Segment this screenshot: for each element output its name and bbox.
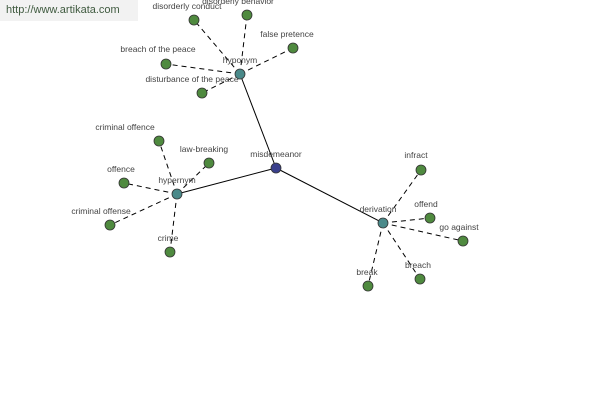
source-url-banner[interactable]: http://www.artikata.com <box>0 0 138 21</box>
relation-node-derivation-label[interactable]: derivation <box>360 204 397 214</box>
term-node-criminal-offence[interactable]: criminal offence <box>95 122 165 147</box>
term-node-offend-label[interactable]: offend <box>414 199 438 209</box>
term-node-disorderly-conduct-dot[interactable] <box>188 14 200 26</box>
term-node-breach-of-the-peace[interactable]: breach of the peace <box>120 44 196 70</box>
term-node-infract[interactable]: infract <box>404 150 428 176</box>
term-node-infract-label[interactable]: infract <box>404 150 428 160</box>
term-node-false-pretence-label[interactable]: false pretence <box>260 29 314 39</box>
edge-root-hypernym <box>176 167 277 195</box>
term-node-law-breaking[interactable]: law-breaking <box>180 144 228 169</box>
term-node-breach-label[interactable]: breach <box>405 260 431 270</box>
term-node-offence-label[interactable]: offence <box>107 164 135 174</box>
term-node-offend[interactable]: offend <box>414 199 438 224</box>
edge-hyponym-disorderly-behavior <box>239 14 248 75</box>
term-node-breach[interactable]: breach <box>405 260 431 285</box>
relation-node-hyponym-dot[interactable] <box>234 68 246 80</box>
term-node-criminal-offence-label[interactable]: criminal offence <box>95 122 155 132</box>
term-node-break[interactable]: break <box>356 267 378 292</box>
term-node-infract-dot[interactable] <box>415 164 427 176</box>
term-node-law-breaking-label[interactable]: law-breaking <box>180 144 228 154</box>
term-node-break-dot[interactable] <box>362 280 374 292</box>
term-node-disturbance-of-the-peace-dot[interactable] <box>196 87 208 99</box>
term-node-disturbance-of-the-peace-label[interactable]: disturbance of the peace <box>145 74 238 84</box>
term-node-criminal-offense[interactable]: criminal offense <box>71 206 131 231</box>
edge-hyponym-breach-of-the-peace <box>165 63 241 75</box>
relation-node-hypernym-label[interactable]: hypernym <box>158 175 195 185</box>
term-node-disorderly-conduct-label[interactable]: disorderly conduct <box>153 1 223 11</box>
edge-root-derivation <box>275 167 384 224</box>
term-node-offence[interactable]: offence <box>107 164 135 189</box>
term-node-go-against-label[interactable]: go against <box>439 222 479 232</box>
edge-hypernym-crime <box>169 193 178 253</box>
edge-derivation-break <box>367 222 384 287</box>
relation-node-hypernym[interactable]: hypernym <box>158 175 196 200</box>
term-node-breach-of-the-peace-label[interactable]: breach of the peace <box>120 44 195 54</box>
term-node-breach-of-the-peace-dot[interactable] <box>160 58 172 70</box>
root-node-misdemeanor-label[interactable]: misdemeanor <box>250 149 302 159</box>
relation-node-hypernym-dot[interactable] <box>171 188 183 200</box>
edge-derivation-go-against <box>382 222 464 242</box>
term-node-law-breaking-dot[interactable] <box>203 157 215 169</box>
term-node-disturbance-of-the-peace[interactable]: disturbance of the peace <box>145 74 239 99</box>
term-node-go-against[interactable]: go against <box>439 222 479 247</box>
relation-node-derivation[interactable]: derivation <box>360 204 397 229</box>
term-node-crime-dot[interactable] <box>164 246 176 258</box>
term-node-offence-dot[interactable] <box>118 177 130 189</box>
term-node-criminal-offense-dot[interactable] <box>104 219 116 231</box>
term-node-disorderly-behavior[interactable]: disorderly behavior <box>202 0 274 21</box>
term-node-false-pretence-dot[interactable] <box>287 42 299 54</box>
root-node-misdemeanor-dot[interactable] <box>270 162 282 174</box>
relation-node-derivation-dot[interactable] <box>377 217 389 229</box>
edge-hypernym-law-breaking <box>176 162 210 195</box>
edge-derivation-breach <box>382 222 421 280</box>
term-node-offend-dot[interactable] <box>424 212 436 224</box>
term-node-crime[interactable]: crime <box>158 233 179 258</box>
graph-nodes: misdemeanor hyponym disorderly conductdiso… <box>71 0 479 292</box>
term-node-disorderly-behavior-label[interactable]: disorderly behavior <box>202 0 274 6</box>
relation-node-hyponym-label[interactable]: hyponym <box>223 55 258 65</box>
term-node-false-pretence[interactable]: false pretence <box>260 29 314 54</box>
term-node-criminal-offence-dot[interactable] <box>153 135 165 147</box>
term-node-criminal-offense-label[interactable]: criminal offense <box>71 206 131 216</box>
relation-node-hyponym[interactable]: hyponym <box>223 55 258 80</box>
term-node-crime-label[interactable]: crime <box>158 233 179 243</box>
edge-hyponym-disturbance-of-the-peace <box>201 73 241 94</box>
term-node-disorderly-conduct[interactable]: disorderly conduct <box>153 1 223 26</box>
edge-hyponym-false-pretence <box>239 47 294 75</box>
edge-hypernym-criminal-offence <box>158 140 178 195</box>
term-node-breach-dot[interactable] <box>414 273 426 285</box>
edge-derivation-infract <box>382 169 422 224</box>
root-node-misdemeanor[interactable]: misdemeanor <box>250 149 302 174</box>
edge-hypernym-offence <box>123 182 178 195</box>
edge-hypernym-criminal-offense <box>109 193 178 226</box>
term-node-go-against-dot[interactable] <box>457 235 469 247</box>
edge-derivation-offend <box>382 217 431 224</box>
term-node-break-label[interactable]: break <box>356 267 378 277</box>
edge-root-hyponym <box>239 73 277 169</box>
term-node-disorderly-behavior-dot[interactable] <box>241 9 253 21</box>
edge-hyponym-disorderly-conduct <box>193 19 241 75</box>
graph-edges <box>109 14 464 287</box>
